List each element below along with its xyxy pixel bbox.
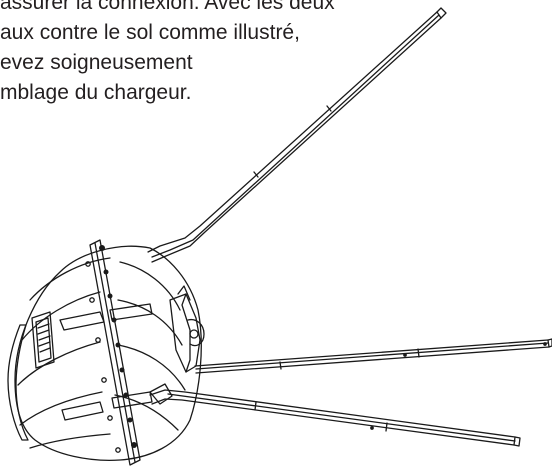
instruction-line-1: assurer la connexion. Avec les deux	[0, 0, 335, 14]
instruction-paragraph: assurer la connexion. Avec les deux aux …	[0, 0, 360, 108]
charger-housing	[7, 245, 202, 461]
right-leg	[194, 338, 552, 374]
leg-bracket	[149, 285, 205, 405]
instruction-line-2: aux contre le sol comme illustré,	[0, 21, 300, 44]
lower-leg	[149, 389, 521, 447]
instruction-line-4: mblage du chargeur.	[0, 81, 192, 104]
instruction-line-3: evez soigneusement	[0, 51, 193, 74]
clamp-band	[85, 239, 141, 466]
label-plate	[31, 311, 55, 369]
upper-leg	[147, 7, 447, 263]
